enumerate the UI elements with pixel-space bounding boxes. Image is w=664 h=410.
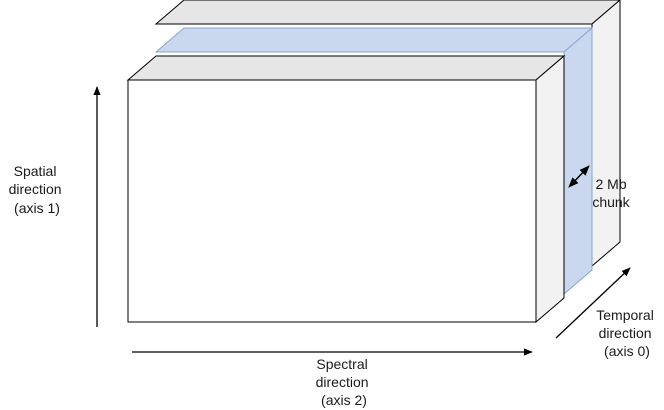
back-slab bbox=[154, 0, 621, 268]
chunk-size-label: 2 Mb chunk bbox=[592, 176, 630, 210]
temporal-label-line-1: Temporal bbox=[596, 307, 654, 323]
chunk-size-arrow bbox=[568, 165, 590, 188]
front-face bbox=[127, 79, 537, 323]
spatial-axis-label: Spatial direction (axis 1) bbox=[9, 163, 66, 216]
back-slab-top bbox=[154, 0, 621, 25]
temporal-label-line-3: (axis 0) bbox=[604, 343, 650, 359]
spectral-label-line-3: (axis 2) bbox=[321, 392, 367, 408]
chunk-slab-top bbox=[154, 27, 594, 53]
spatial-label-line-1: Spatial bbox=[14, 163, 57, 179]
front-slab-top bbox=[126, 55, 566, 81]
front-slab bbox=[126, 54, 566, 324]
chunk-label-line-1: 2 Mb bbox=[595, 176, 626, 192]
chunk-slab-side bbox=[563, 26, 593, 296]
spectral-axis-label: Spectral direction (axis 2) bbox=[316, 356, 373, 408]
temporal-axis-label: Temporal direction (axis 0) bbox=[596, 307, 657, 359]
temporal-axis-arrow bbox=[555, 267, 631, 339]
front-slab-side bbox=[535, 54, 565, 324]
temporal-label-line-2: direction bbox=[599, 325, 652, 341]
spatial-label-line-2: direction bbox=[9, 181, 62, 197]
chunk-label-line-2: chunk bbox=[592, 194, 630, 210]
back-slab-side bbox=[591, 0, 621, 268]
spectral-label-line-2: direction bbox=[316, 374, 369, 390]
spectral-label-line-1: Spectral bbox=[316, 356, 367, 372]
spatial-label-line-3: (axis 1) bbox=[14, 200, 60, 216]
